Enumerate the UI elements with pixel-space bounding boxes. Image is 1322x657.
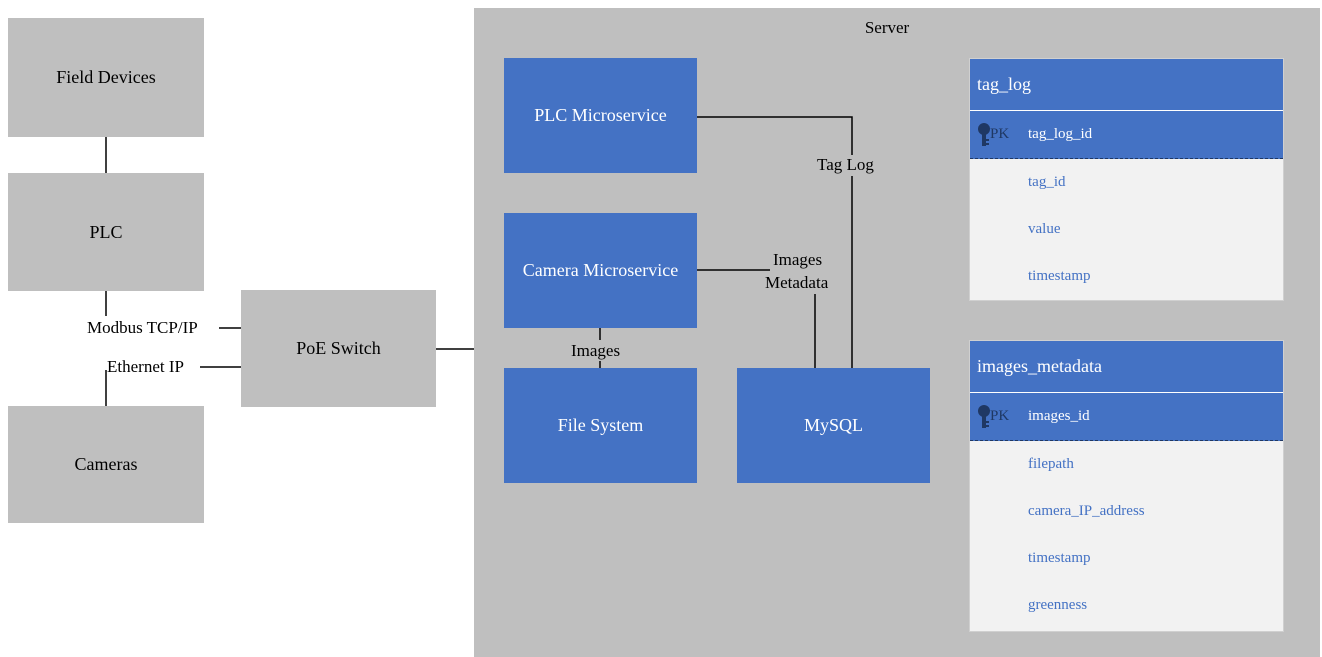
plc-label: PLC bbox=[89, 221, 123, 242]
poe-switch-label: PoE Switch bbox=[296, 338, 381, 358]
tag-log-pk-label: PK bbox=[990, 126, 1010, 142]
images-metadata-field-row: timestamp bbox=[1028, 550, 1091, 566]
tag-log-table: tag_log PK tag_log_id tag_id value times… bbox=[969, 58, 1284, 301]
images-metadata-edge-label-line2: Metadata bbox=[765, 273, 829, 293]
cameras-label: Cameras bbox=[74, 454, 138, 474]
key-icon bbox=[978, 405, 990, 428]
server-title: Server bbox=[864, 18, 910, 37]
images-metadata-pk-label: PK bbox=[990, 408, 1010, 424]
images-metadata-table: images_metadata PK images_id filepath ca… bbox=[969, 340, 1284, 632]
field-devices-label: Field Devices bbox=[56, 67, 156, 87]
cameras-node: Cameras bbox=[8, 406, 204, 523]
images-metadata-edge-label-line1: Images bbox=[773, 250, 823, 270]
plc-node: PLC bbox=[8, 173, 204, 291]
mysql-label: MySQL bbox=[803, 415, 863, 435]
images-metadata-field-row: greenness bbox=[1028, 597, 1088, 613]
images-metadata-field-row: camera_IP_address bbox=[1028, 503, 1145, 519]
images-metadata-pk-row: PK images_id bbox=[970, 393, 1283, 441]
key-icon bbox=[978, 123, 990, 146]
camera-microservice-label: Camera Microservice bbox=[522, 260, 679, 280]
tag-log-table-header: tag_log bbox=[970, 59, 1283, 111]
tag-log-field-row: value bbox=[1028, 221, 1061, 237]
plc-microservice-node: PLC Microservice bbox=[504, 58, 697, 173]
tag-log-pk-field: tag_log_id bbox=[1028, 126, 1093, 142]
tag-log-field-row: tag_id bbox=[1028, 174, 1066, 190]
camera-microservice-node: Camera Microservice bbox=[504, 213, 697, 328]
images-metadata-field-row: filepath bbox=[1028, 456, 1074, 472]
tag-log-pk-row: PK tag_log_id bbox=[970, 111, 1283, 159]
images-metadata-pk-field: images_id bbox=[1028, 408, 1090, 424]
ethernet-ip-edge-label: Ethernet IP bbox=[107, 357, 184, 377]
images-edge-label: Images bbox=[571, 341, 621, 361]
tag-log-edge-label: Tag Log bbox=[817, 155, 874, 175]
tag-log-field-row: timestamp bbox=[1028, 268, 1091, 284]
file-system-node: File System bbox=[504, 368, 697, 483]
poe-switch-node: PoE Switch bbox=[241, 290, 436, 407]
plc-microservice-label: PLC Microservice bbox=[534, 105, 667, 125]
file-system-label: File System bbox=[557, 415, 644, 435]
images-metadata-table-header: images_metadata bbox=[970, 341, 1283, 393]
field-devices-node: Field Devices bbox=[8, 18, 204, 137]
mysql-node: MySQL bbox=[737, 368, 930, 483]
modbus-edge-label: Modbus TCP/IP bbox=[87, 318, 198, 338]
